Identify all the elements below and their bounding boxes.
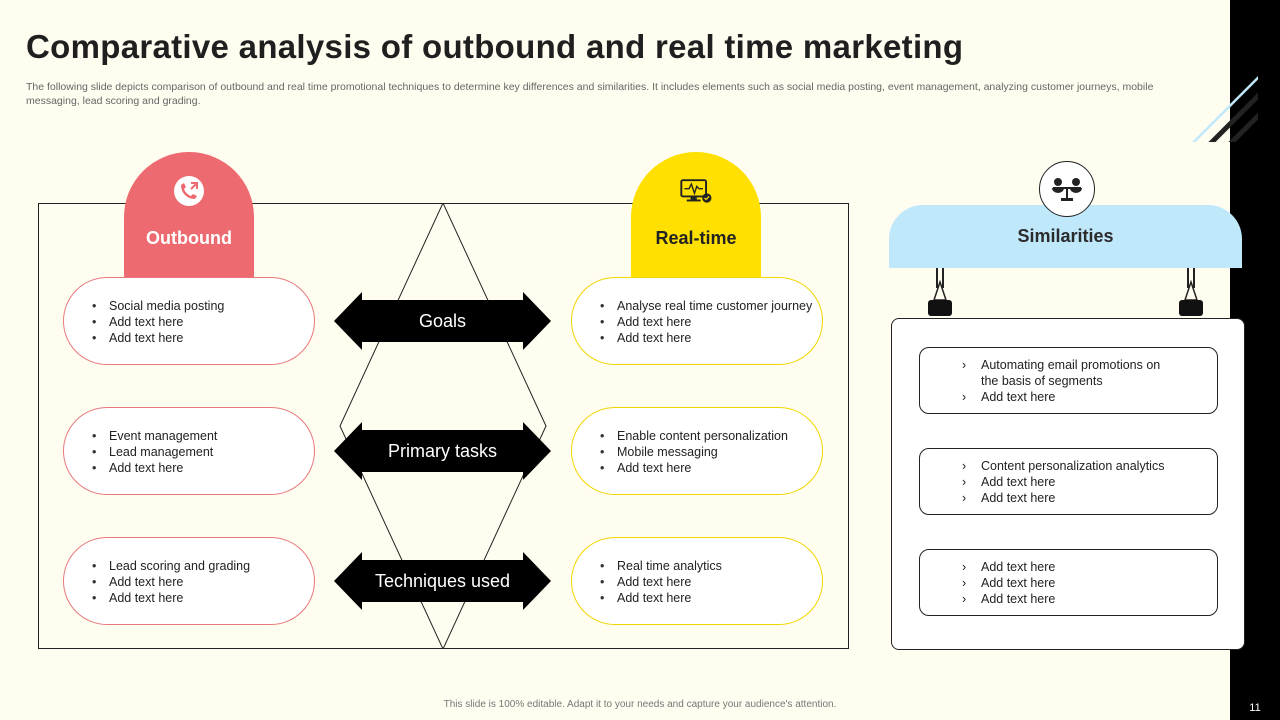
outbound-label: Outbound (146, 228, 232, 248)
page-title: Comparative analysis of outbound and rea… (26, 28, 964, 65)
techniques-label: Techniques used (374, 570, 511, 591)
list-item: Add text here (962, 389, 1217, 405)
hanger-clip-right (1179, 268, 1203, 316)
techniques-double-arrow: Techniques used (334, 552, 551, 610)
realtime-header: Real-time (631, 152, 761, 278)
list-item: Enable content personalization (600, 428, 822, 444)
realtime-tasks-card: Enable content personalization Mobile me… (571, 407, 823, 495)
page-number: 11 (1249, 702, 1261, 714)
list-item: Real time analytics (600, 558, 822, 574)
list-item: Add text here (600, 590, 822, 606)
realtime-label: Real-time (655, 228, 737, 248)
list-item: Add text here (92, 314, 314, 330)
list-item: Add text here (962, 474, 1217, 490)
goals-double-arrow: Goals (334, 292, 551, 350)
phone-call-icon (172, 174, 206, 208)
primary-tasks-double-arrow: Primary tasks (334, 422, 551, 480)
list-item: Add text here (600, 314, 822, 330)
outbound-techniques-card: Lead scoring and grading Add text here A… (63, 537, 315, 625)
realtime-techniques-card: Real time analytics Add text here Add te… (571, 537, 823, 625)
outbound-goals-card: Social media posting Add text here Add t… (63, 277, 315, 365)
primary-tasks-label: Primary tasks (387, 440, 497, 461)
list-item: Add text here (600, 460, 822, 476)
goals-label: Goals (418, 310, 467, 331)
list-item: Analyse real time customer journey (600, 298, 822, 314)
list-item: Add text here (962, 591, 1217, 607)
list-item: Automating email promotions on the basis… (962, 357, 1217, 389)
list-item: Add text here (962, 575, 1217, 591)
outbound-tasks-card: Event management Lead management Add tex… (63, 407, 315, 495)
realtime-goals-card: Analyse real time customer journey Add t… (571, 277, 823, 365)
list-item: Add text here (600, 574, 822, 590)
list-item: Social media posting (92, 298, 314, 314)
hanger-clip-left (928, 268, 952, 316)
list-item: Add text here (962, 559, 1217, 575)
list-item: Lead scoring and grading (92, 558, 314, 574)
outbound-header: Outbound (124, 152, 254, 278)
list-item: Lead management (92, 444, 314, 460)
list-item: Content personalization analytics (962, 458, 1217, 474)
diagonal-stripes-decoration (1192, 76, 1258, 142)
similarity-card-1: Automating email promotions on the basis… (919, 347, 1218, 414)
page-subtitle: The following slide depicts comparison o… (26, 81, 1154, 107)
list-item: Add text here (600, 330, 822, 346)
similarity-card-2: Content personalization analytics Add te… (919, 448, 1218, 515)
list-item: Add text here (92, 590, 314, 606)
list-item: Add text here (962, 490, 1217, 506)
list-item: Add text here (92, 460, 314, 476)
list-item: Event management (92, 428, 314, 444)
list-item: Add text here (92, 574, 314, 590)
monitor-pulse-icon (679, 174, 713, 208)
list-item: Add text here (92, 330, 314, 346)
similarity-card-3: Add text here Add text here Add text her… (919, 549, 1218, 616)
list-item: Mobile messaging (600, 444, 822, 460)
footer-note: This slide is 100% editable. Adapt it to… (443, 699, 837, 710)
balance-scale-icon (1039, 161, 1095, 217)
